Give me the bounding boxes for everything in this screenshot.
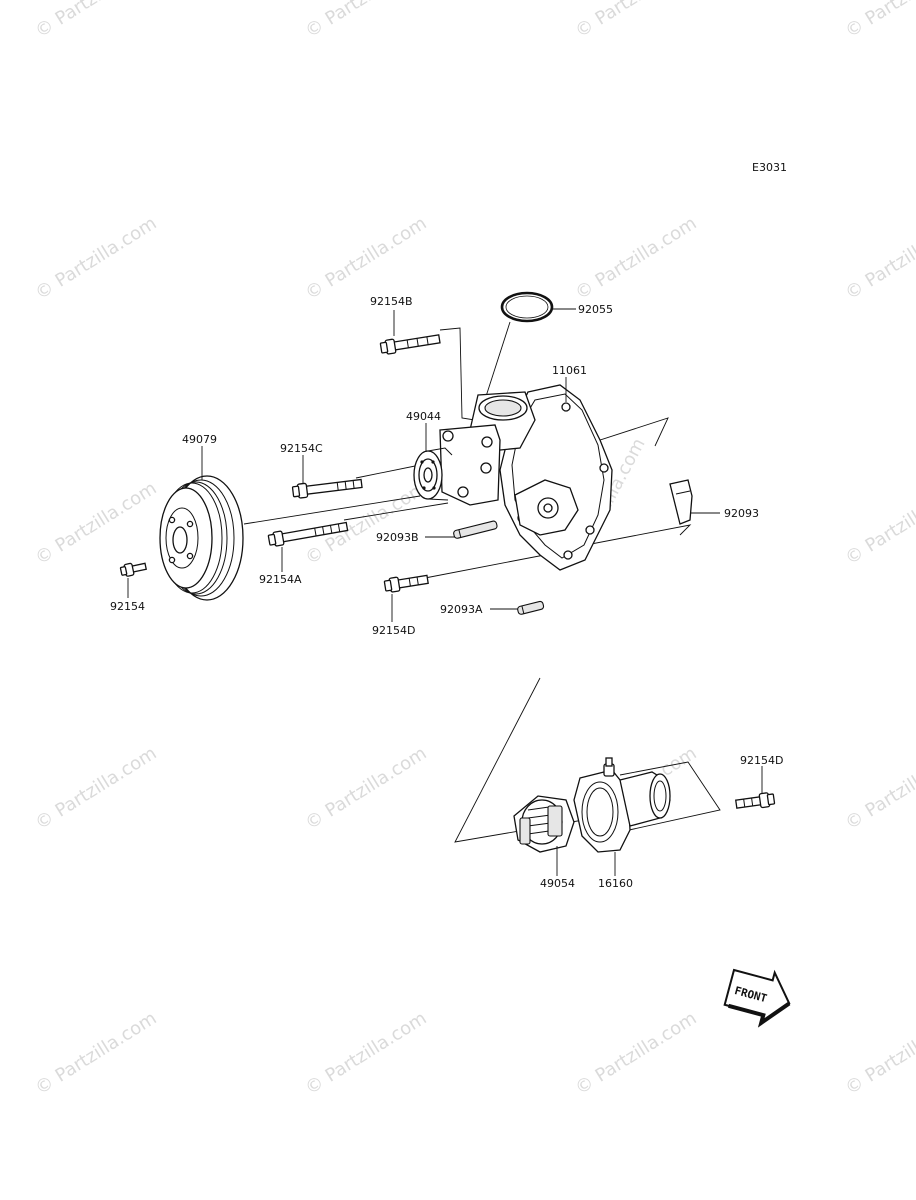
label-49044: 49044	[406, 410, 441, 423]
watermark: © Partzilla.com	[32, 0, 161, 42]
diagram-code: E3031	[752, 161, 787, 174]
watermark: © Partzilla.com	[302, 743, 431, 834]
label-11061: 11061	[552, 364, 587, 377]
watermark: © Partzilla.com	[842, 0, 916, 42]
label-92154B: 92154B	[370, 295, 413, 308]
label-49054: 49054	[540, 877, 575, 890]
label-49079: 49079	[182, 433, 217, 446]
label-92093: 92093	[724, 507, 759, 520]
label-92154C: 92154C	[280, 442, 323, 455]
watermark: © Partzilla.com	[572, 213, 701, 304]
label-92093B: 92093B	[376, 531, 419, 544]
bolt-92154C	[291, 478, 363, 499]
thermostat-49054	[513, 795, 575, 853]
bolt-92154D-lower	[735, 792, 776, 809]
label-92093A: 92093A	[440, 603, 483, 616]
front-direction-arrow: FRONT	[723, 968, 791, 1028]
watermark: © Partzilla.com	[302, 213, 431, 304]
watermark: © Partzilla.com	[32, 478, 161, 569]
watermark: © Partzilla.com	[572, 0, 701, 42]
watermark: © Partzilla.com	[32, 1008, 161, 1099]
part-labels: 92154B 92055 11061 49044 49079 92154C 92…	[110, 295, 783, 890]
watermark: © Partzilla.com	[32, 743, 161, 834]
o-ring-92055	[500, 291, 554, 323]
dowel-92093B	[453, 520, 498, 539]
watermark: © Partzilla.com	[842, 1008, 916, 1099]
bolt-92154A	[267, 521, 349, 547]
watermark: © Partzilla.com	[302, 1008, 431, 1099]
label-92154: 92154	[110, 600, 145, 613]
leader-lines	[127, 308, 763, 876]
watermark: © Partzilla.com	[572, 1008, 701, 1099]
housing-16160	[573, 757, 671, 853]
dowel-92093A	[517, 600, 545, 615]
water-pump-body-11061	[413, 384, 613, 571]
bolt-92154	[119, 562, 148, 577]
bolt-92154B	[379, 334, 441, 355]
label-92154D-lower: 92154D	[740, 754, 783, 767]
label-92154A: 92154A	[259, 573, 302, 586]
watermark: © Partzilla.com	[842, 743, 916, 834]
label-92154D-upper: 92154D	[372, 624, 415, 637]
watermark: © Partzilla.com	[32, 213, 161, 304]
watermark: © Partzilla.com	[842, 213, 916, 304]
pulley-49079	[159, 475, 244, 601]
label-92055: 92055	[578, 303, 613, 316]
watermark: © Partzilla.com	[842, 478, 916, 569]
clip-92093	[669, 479, 693, 525]
bolt-92154D-upper	[383, 574, 429, 593]
watermark: © Partzilla.com	[302, 0, 431, 42]
label-16160: 16160	[598, 877, 633, 890]
